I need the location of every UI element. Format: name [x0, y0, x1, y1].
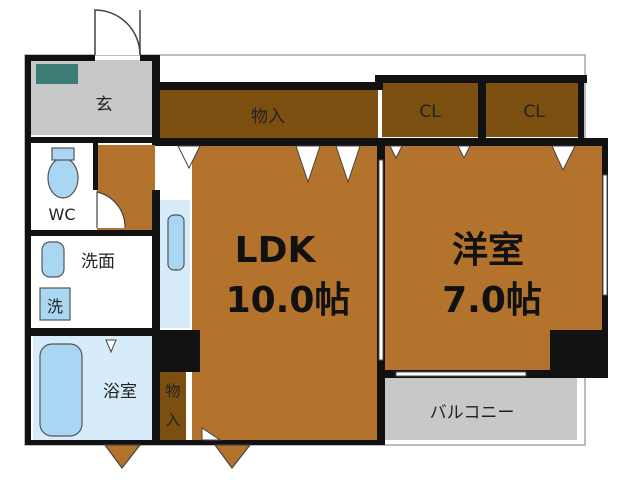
genkan-label: 玄: [96, 95, 113, 115]
storage-small-label-2: 入: [165, 411, 180, 429]
closet-left-label: CL: [419, 102, 441, 122]
door-markers: [105, 145, 576, 441]
toilet-bowl: [47, 157, 79, 199]
closet-right-label: CL: [523, 102, 545, 122]
closet-left: [382, 82, 478, 137]
storage-top-label: 物入: [251, 107, 285, 127]
ldk-room: [192, 145, 377, 440]
wc-label: WC: [49, 205, 76, 224]
washing-machine: [39, 287, 71, 321]
storage-small: [160, 372, 186, 440]
kitchen-sink: [167, 214, 185, 271]
yokushitsu-label: 浴室: [103, 382, 137, 402]
balcony-area: [385, 378, 577, 440]
yoshitsu-size: 7.0帖: [442, 280, 542, 321]
entry-arrows: [103, 444, 252, 469]
windows: [378, 159, 608, 377]
entrance-mat: [36, 64, 78, 84]
sen-label: 洗: [47, 297, 63, 316]
ldk-name: LDK: [235, 230, 317, 271]
closet-right: [486, 82, 582, 137]
bathtub: [39, 343, 83, 437]
wc-door: [96, 191, 126, 229]
balcony-label: バルコニー: [430, 403, 515, 423]
wash-basin: [41, 241, 65, 278]
yoshitsu-name: 洋室: [452, 230, 524, 271]
ldk-size: 10.0帖: [226, 280, 351, 321]
entrance-door: [94, 9, 141, 56]
toilet-tank: [51, 147, 75, 161]
storage-top: [158, 90, 378, 140]
senmen-label: 洗面: [81, 252, 115, 272]
storage-small-label-1: 物: [165, 382, 180, 400]
